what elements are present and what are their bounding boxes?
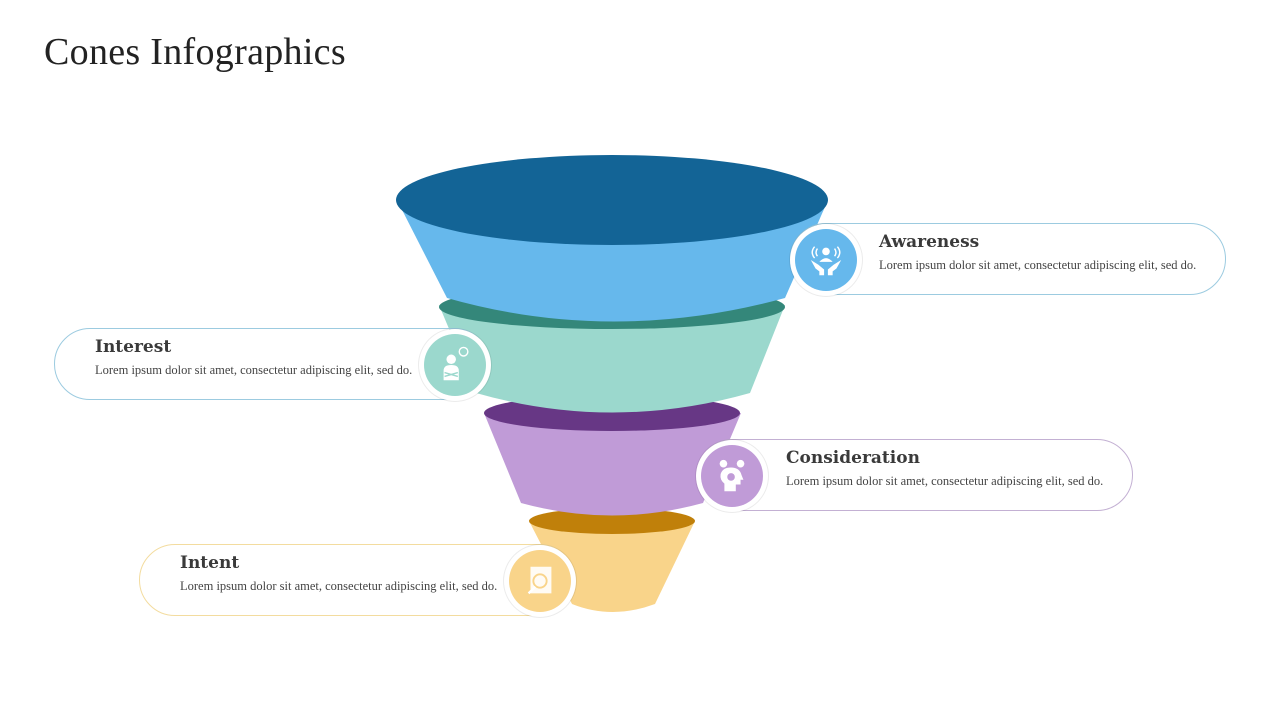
intent-cone-top (529, 508, 695, 534)
stage-title: Interest (95, 337, 172, 357)
interest-cone-body (439, 305, 785, 413)
stage-title: Awareness (879, 232, 980, 252)
funnel-layer-awareness (396, 155, 828, 322)
document-search-icon (509, 550, 571, 612)
stage-card-interest: Interest Lorem ipsum dolor sit amet, con… (54, 328, 490, 400)
person-thinking-icon (424, 334, 486, 396)
consideration-cone-body (484, 413, 741, 516)
stage-title: Intent (180, 553, 240, 573)
awareness-cone-top (396, 155, 828, 245)
head-lightbulb-icon (701, 445, 763, 507)
stage-description: Lorem ipsum dolor sit amet, consectetur … (95, 363, 413, 377)
stage-card-intent: Intent Lorem ipsum dolor sit amet, conse… (139, 544, 575, 616)
page-title: Cones Infographics (44, 31, 346, 73)
stage-title: Consideration (786, 448, 920, 468)
stage-card-consideration: Consideration Lorem ipsum dolor sit amet… (697, 439, 1133, 511)
hands-person-icon (795, 229, 857, 291)
stage-description: Lorem ipsum dolor sit amet, consectetur … (879, 258, 1197, 272)
stage-card-awareness: Awareness Lorem ipsum dolor sit amet, co… (790, 223, 1226, 295)
stage-description: Lorem ipsum dolor sit amet, consectetur … (180, 579, 498, 593)
stage-description: Lorem ipsum dolor sit amet, consectetur … (786, 474, 1104, 488)
